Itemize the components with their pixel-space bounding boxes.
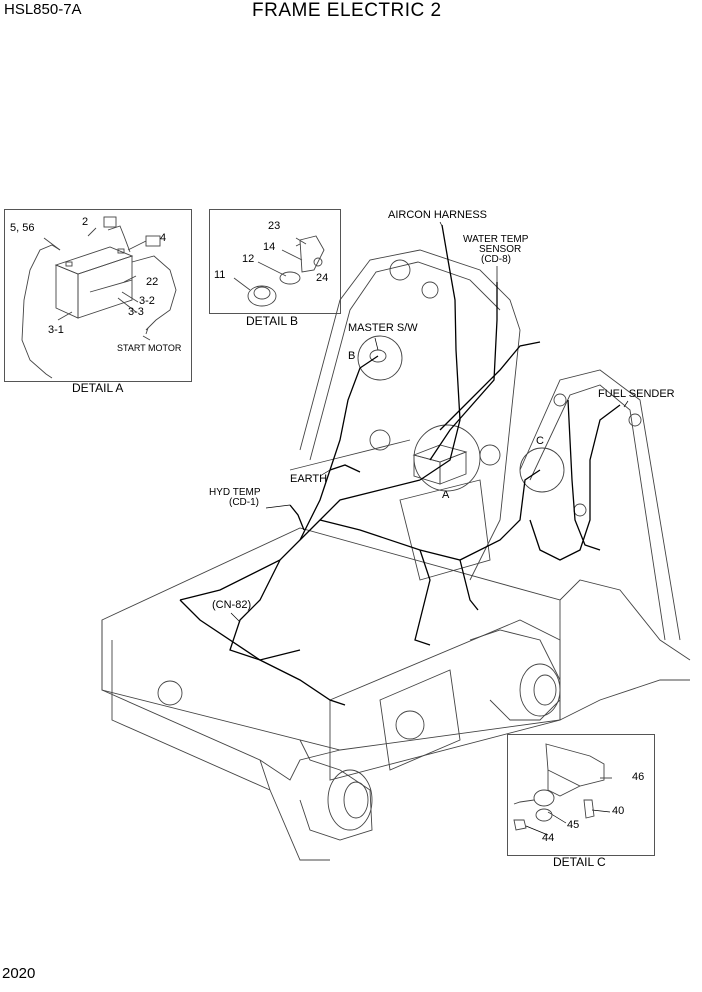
callout-24: 24 — [316, 272, 329, 284]
detail-a-caption: DETAIL A — [72, 381, 124, 395]
callout-5-56: 5, 56 — [10, 222, 35, 234]
ref-c-label: C — [536, 435, 544, 447]
detail-b-callout-circle — [357, 335, 403, 381]
callout-3-3: 3-3 — [128, 306, 144, 318]
fuel-sender-detail-drawing — [513, 743, 605, 831]
frame-outline — [101, 527, 691, 861]
callout-14: 14 — [263, 241, 276, 253]
fuel-sender-label: FUEL SENDER — [598, 388, 675, 400]
detail-b-frame — [209, 209, 341, 314]
callout-12: 12 — [242, 253, 255, 265]
detail-c-frame — [507, 734, 655, 856]
callout-40: 40 — [612, 805, 625, 817]
ref-b-label: B — [348, 350, 356, 362]
callout-11: 11 — [214, 269, 226, 281]
battery-detail-drawing — [21, 216, 177, 379]
cn82-label: (CN-82) — [212, 599, 252, 611]
hyd-temp-label: HYD TEMP — [209, 487, 261, 498]
wiring-harness — [179, 224, 621, 706]
callout-22: 22 — [146, 276, 159, 288]
model-code: HSL850-7A — [4, 1, 82, 18]
earth-label: EARTH — [290, 473, 328, 485]
page-title: FRAME ELECTRIC 2 — [252, 0, 442, 21]
page-number: 2020 — [2, 965, 36, 982]
callout-3-2: 3-2 — [139, 295, 155, 307]
aircon-harness-label: AIRCON HARNESS — [388, 209, 488, 221]
start-motor-label: START MOTOR — [117, 343, 182, 353]
detail-b-caption: DETAIL B — [246, 314, 299, 328]
detail-a-frame — [4, 209, 192, 382]
detail-c-caption: DETAIL C — [553, 855, 606, 869]
detail-c-callout-circle — [519, 447, 565, 493]
tower-outline — [289, 249, 681, 641]
callout-46: 46 — [632, 771, 645, 783]
water-temp-label: WATER TEMP — [463, 234, 529, 245]
hyd-temp-code-label: (CD-1) — [229, 497, 259, 508]
master-switch-label: MASTER S/W — [348, 322, 418, 334]
water-temp-sensor-label: SENSOR — [479, 244, 522, 255]
callout-45: 45 — [567, 819, 580, 831]
callout-23: 23 — [268, 220, 281, 232]
callout-4: 4 — [160, 232, 167, 244]
callout-2: 2 — [82, 216, 89, 228]
leader-lines — [230, 221, 629, 836]
master-switch-detail-drawing — [233, 235, 325, 307]
water-temp-code-label: (CD-8) — [481, 254, 511, 265]
callout-3-1: 3-1 — [48, 324, 64, 336]
ref-a-label: A — [442, 489, 450, 501]
callout-44: 44 — [542, 832, 555, 844]
